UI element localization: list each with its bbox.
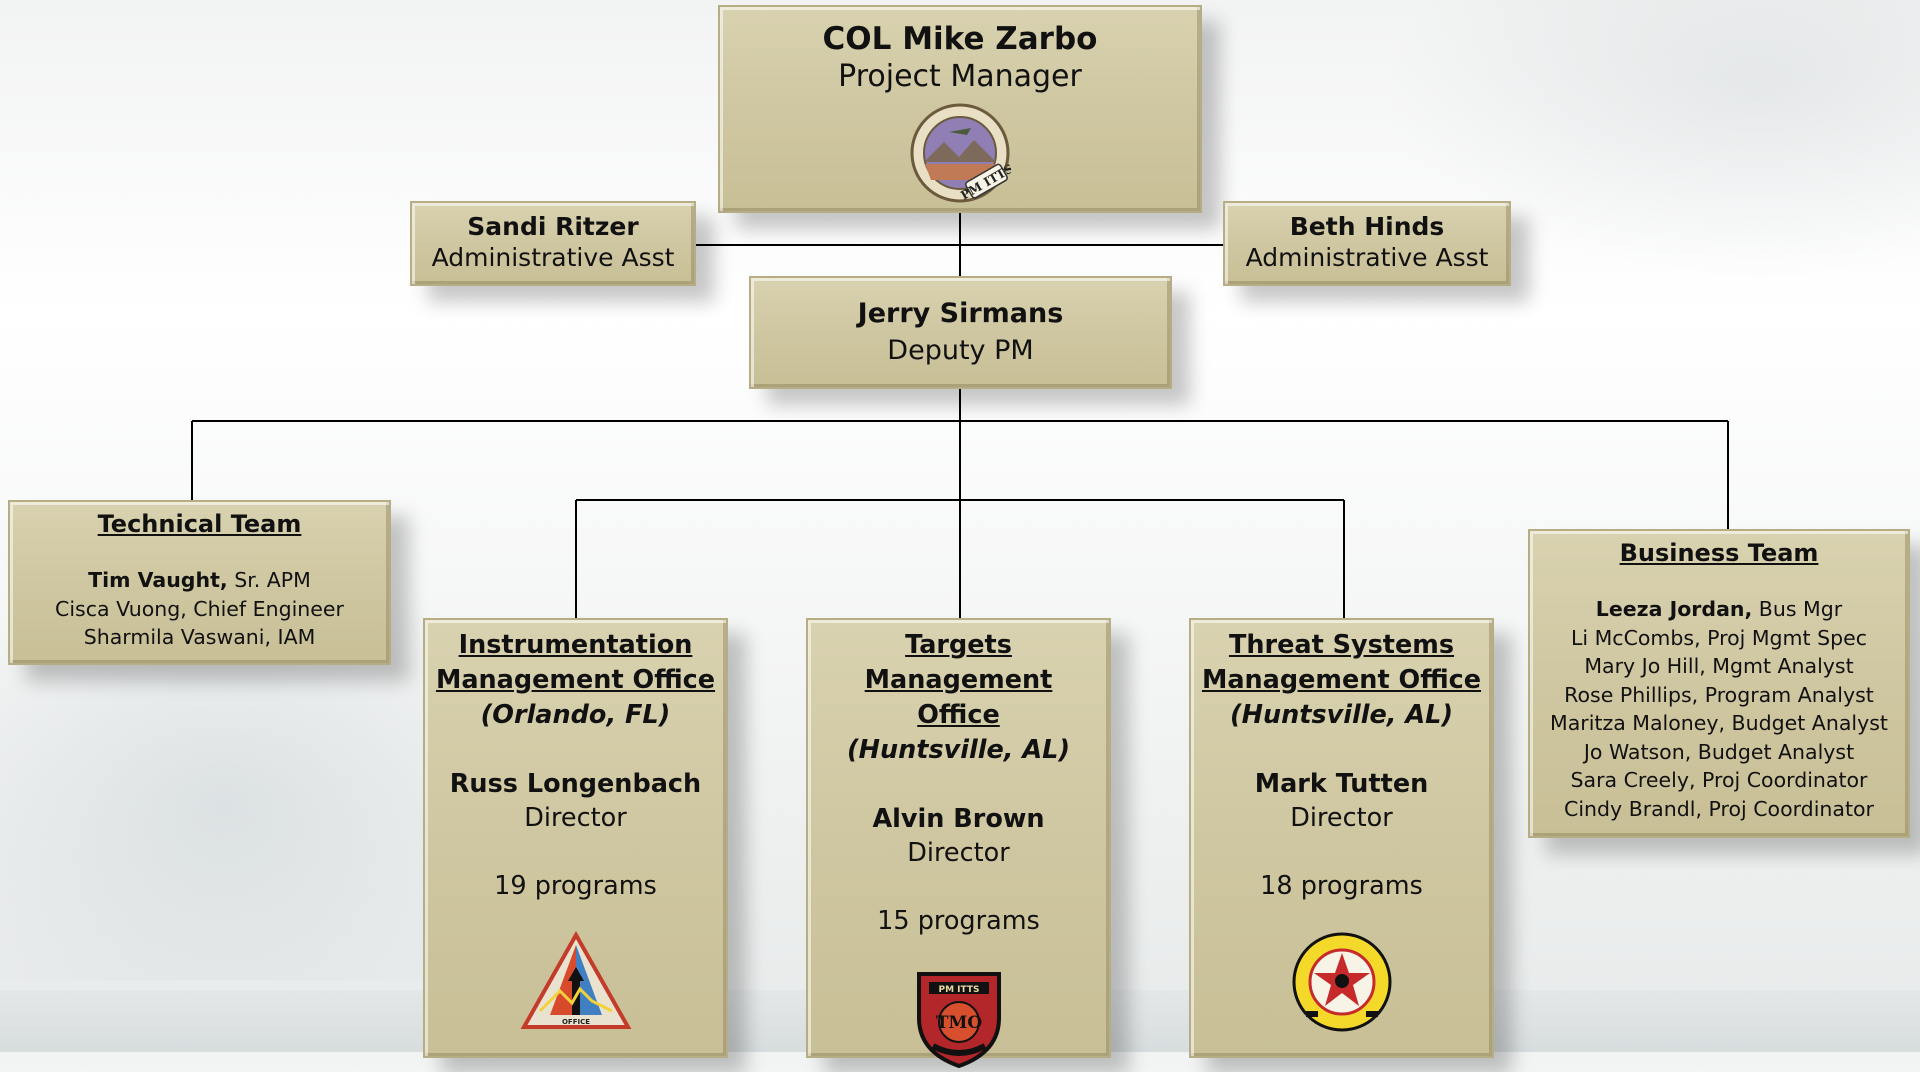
pm-name: COL Mike Zarbo [822,21,1098,57]
business-team-members: Leeza Jordan, Bus Mgr Li McCombs, Proj M… [1530,595,1908,823]
tmo-shield-icon: PM ITTS TMO [903,966,1015,1069]
pm-role: Project Manager [838,59,1082,94]
business-team-title: Business Team [1619,539,1819,567]
technical-team-members: Tim Vaught, Sr. APM Cisca Vuong, Chief E… [10,566,389,652]
team-lead-role: Sr. APM [227,568,311,592]
office-title-line: Management Office [435,665,716,695]
office-title-line: Management Office [1201,665,1482,695]
director-name: Alvin Brown [872,804,1045,834]
assistant-role: Administrative Asst [431,243,675,272]
office-title-line: Instrumentation [458,630,693,660]
team-member: Maritza Maloney, Budget Analyst [1550,711,1888,735]
team-member: Cindy Brandl, Proj Coordinator [1564,796,1874,821]
team-member: Sara Creely, Proj Coordinator [1570,768,1868,792]
svg-text:TMO: TMO [935,1013,981,1033]
admin-assistant-box-1: Sandi Ritzer Administrative Asst [410,201,696,286]
team-member: Jo Watson, Budget Analyst [1583,739,1855,764]
office-title: Threat Systems Management Office [1191,628,1492,698]
director-name: Russ Longenbach [449,769,702,799]
svg-text:OFFICE: OFFICE [561,1018,589,1026]
technical-team-box: Technical Team Tim Vaught, Sr. APM Cisca… [8,500,391,665]
assistant-name: Beth Hinds [1289,212,1445,241]
office-title-line: Threat Systems [1228,630,1455,660]
deputy-role: Deputy PM [887,335,1034,366]
program-count: 15 programs [877,906,1040,936]
assistant-name: Sandi Ritzer [467,212,639,241]
business-team-box: Business Team Leeza Jordan, Bus Mgr Li M… [1528,529,1910,838]
office-location: (Huntsville, AL) [1229,700,1453,730]
team-lead-name: Leeza Jordan, [1595,597,1753,621]
team-member: Li McCombs, Proj Mgmt Spec [1570,625,1867,650]
instrumentation-triangle-icon: OFFICE [520,930,632,1033]
pm-itts-seal-icon: PM ITTS [909,102,1016,204]
instrumentation-office-box: Instrumentation Management Office (Orlan… [423,618,728,1058]
admin-assistant-box-2: Beth Hinds Administrative Asst [1223,201,1511,286]
threat-systems-star-seal-icon [1286,931,1398,1033]
deputy-pm-box: Jerry Sirmans Deputy PM [749,276,1172,389]
office-title: Targets Management Office [808,628,1109,733]
director-role: Director [1290,803,1393,833]
targets-office-box: Targets Management Office (Huntsville, A… [806,618,1111,1069]
office-location: (Huntsville, AL) [846,735,1070,765]
director-name: Mark Tutten [1254,769,1429,799]
office-title-line: Office [917,700,1000,730]
team-member: Cisca Vuong, Chief Engineer [55,596,344,621]
svg-text:PM ITTS: PM ITTS [938,985,979,995]
team-member: Sharmila Vaswani, IAM [83,625,316,649]
office-title-line: Targets Management [864,630,1053,695]
team-lead: Tim Vaught, Sr. APM [10,566,389,595]
team-lead-role: Bus Mgr [1752,597,1843,621]
program-count: 19 programs [494,871,657,901]
office-title: Instrumentation Management Office [425,628,726,698]
deputy-name: Jerry Sirmans [857,298,1064,329]
team-member: Mary Jo Hill, Mgmt Analyst [1584,654,1854,678]
director-role: Director [907,838,1010,868]
program-count: 18 programs [1260,871,1423,901]
office-location: (Orlando, FL) [480,700,671,730]
assistant-role: Administrative Asst [1245,243,1489,272]
technical-team-title: Technical Team [97,510,302,538]
threat-systems-office-box: Threat Systems Management Office (Huntsv… [1189,618,1494,1058]
team-member: Rose Phillips, Program Analyst [1564,682,1874,707]
project-manager-box: COL Mike Zarbo Project Manager PM ITTS [718,5,1202,213]
team-lead-name: Tim Vaught, [88,568,228,592]
director-role: Director [524,803,627,833]
team-lead: Leeza Jordan, Bus Mgr [1530,595,1908,624]
